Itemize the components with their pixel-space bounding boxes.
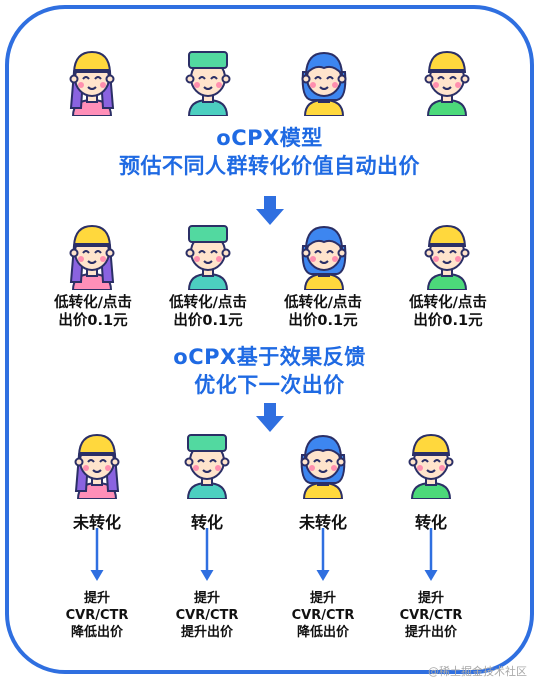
result-label-3: 提升 CVR/CTR 降低出价 xyxy=(268,590,378,641)
arrow-down-icon xyxy=(316,528,330,581)
down-arrow-icon xyxy=(256,403,284,432)
bid-label-line1: 低转化/点击 xyxy=(409,295,487,311)
result-line2: CVR/CTR xyxy=(175,608,239,623)
result-line3: 降低出价 xyxy=(70,625,123,640)
bid-label-3: 低转化/点击 出价0.1元 xyxy=(268,294,378,330)
heading-feedback: oCPX基于效果反馈 优化下一次出价 xyxy=(0,343,539,399)
person-avatar-2 xyxy=(185,225,231,290)
person-avatar-2 xyxy=(185,51,231,116)
person-avatar-4 xyxy=(424,224,470,290)
conversion-state-4: 转化 xyxy=(414,513,447,532)
bid-label-line2: 出价0.1元 xyxy=(413,313,483,329)
result-line3: 提升出价 xyxy=(404,625,457,640)
result-label-2: 提升 CVR/CTR 提升出价 xyxy=(152,590,262,641)
watermark: @稀土掘金技术社区 xyxy=(428,665,527,678)
result-label-1: 提升 CVR/CTR 降低出价 xyxy=(42,590,152,641)
result-line3: 提升出价 xyxy=(180,625,233,640)
arrow-down-icon xyxy=(424,528,438,581)
diagram-frame xyxy=(5,5,534,674)
person-avatar-4 xyxy=(424,50,470,116)
person-avatar-1 xyxy=(69,50,115,116)
bid-label-line2: 出价0.1元 xyxy=(173,313,243,329)
result-line2: CVR/CTR xyxy=(399,608,463,623)
result-line1: 提升 xyxy=(83,591,110,606)
result-label-4: 提升 CVR/CTR 提升出价 xyxy=(376,590,486,641)
heading-feedback-line2: 优化下一次出价 xyxy=(194,373,345,397)
result-line3: 降低出价 xyxy=(296,625,349,640)
bid-label-line2: 出价0.1元 xyxy=(58,313,128,329)
person-avatar-4 xyxy=(408,433,454,499)
bid-label-2: 低转化/点击 出价0.1元 xyxy=(153,294,263,330)
result-line1: 提升 xyxy=(309,591,336,606)
person-avatar-3 xyxy=(300,434,346,499)
arrow-down-icon xyxy=(200,528,214,581)
person-avatar-3 xyxy=(301,51,347,116)
heading-ocpx-model-line2: 预估不同人群转化价值自动出价 xyxy=(119,154,420,178)
result-line1: 提升 xyxy=(193,591,220,606)
person-avatar-1 xyxy=(74,433,120,499)
bid-label-line1: 低转化/点击 xyxy=(284,295,362,311)
bid-label-line1: 低转化/点击 xyxy=(54,295,132,311)
bid-label-1: 低转化/点击 出价0.1元 xyxy=(38,294,148,330)
heading-ocpx-model-line1: oCPX模型 xyxy=(216,126,323,150)
bid-label-line1: 低转化/点击 xyxy=(169,295,247,311)
result-line2: CVR/CTR xyxy=(65,608,129,623)
conversion-state-1: 未转化 xyxy=(72,513,121,532)
person-avatar-3 xyxy=(301,225,347,290)
person-avatar-1 xyxy=(69,224,115,290)
person-avatar-2 xyxy=(184,434,230,499)
arrow-down-icon xyxy=(90,528,104,581)
conversion-state-2: 转化 xyxy=(190,513,223,532)
result-line2: CVR/CTR xyxy=(291,608,355,623)
down-arrow-icon xyxy=(256,196,284,225)
conversion-state-3: 未转化 xyxy=(298,513,347,532)
bid-label-4: 低转化/点击 出价0.1元 xyxy=(393,294,503,330)
result-line1: 提升 xyxy=(417,591,444,606)
heading-feedback-line1: oCPX基于效果反馈 xyxy=(173,345,366,369)
bid-label-line2: 出价0.1元 xyxy=(288,313,358,329)
heading-ocpx-model: oCPX模型 预估不同人群转化价值自动出价 xyxy=(0,124,539,180)
